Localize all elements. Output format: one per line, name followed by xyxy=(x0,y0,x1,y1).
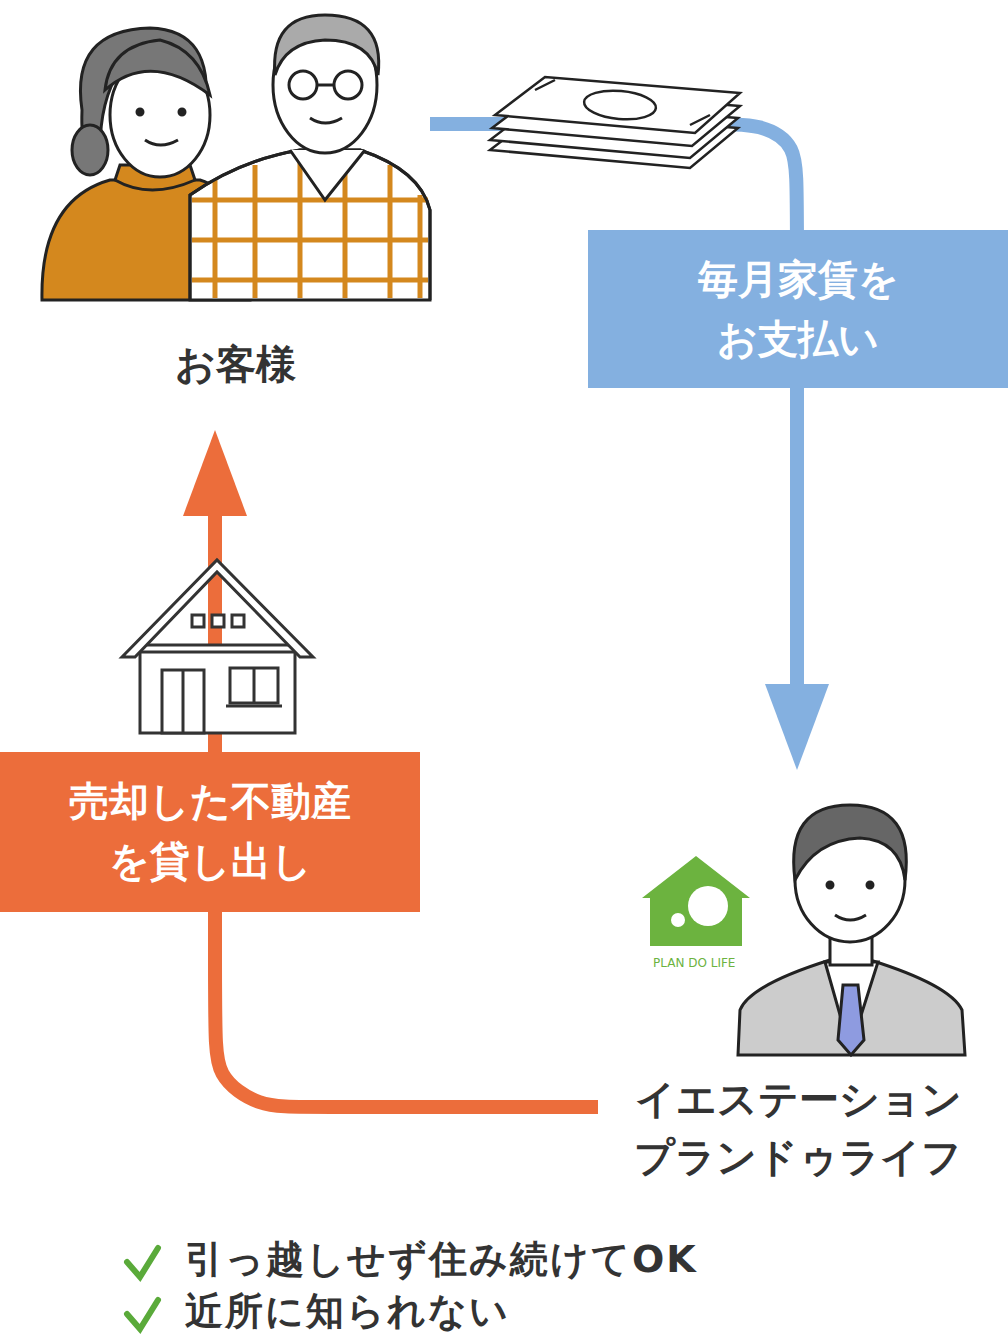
edge-label: 毎月家賃を お支払い xyxy=(690,249,906,369)
arrow-head xyxy=(765,684,829,770)
edge-label-band: 毎月家賃を お支払い xyxy=(588,230,1008,388)
benefit-note: 近所に知られない xyxy=(185,1289,510,1335)
arrow-line xyxy=(430,124,797,690)
node-title: お客様 xyxy=(40,335,430,393)
edge-label-band: 売却した不動産 を貸し出し xyxy=(0,752,420,912)
benefit-note: 引っ越しせず住み続けてOK xyxy=(185,1237,698,1283)
company-logo xyxy=(642,856,750,946)
edge-label: 売却した不動産 を貸し出し xyxy=(62,771,358,891)
money-illustration xyxy=(490,77,740,168)
arrow-head xyxy=(183,430,247,516)
customer-illustration xyxy=(190,15,430,300)
node-title: イエステーション プランドゥライフ xyxy=(630,1070,966,1186)
logo-text: PLAN DO LIFE xyxy=(653,956,735,970)
flow-arrow xyxy=(430,124,829,770)
house-illustration xyxy=(122,560,313,733)
staff-illustration xyxy=(738,805,965,1055)
check-mark xyxy=(127,1248,158,1329)
company-node: イエステーション プランドゥライフ xyxy=(608,800,988,1185)
customer-node: お客様 xyxy=(40,20,430,390)
